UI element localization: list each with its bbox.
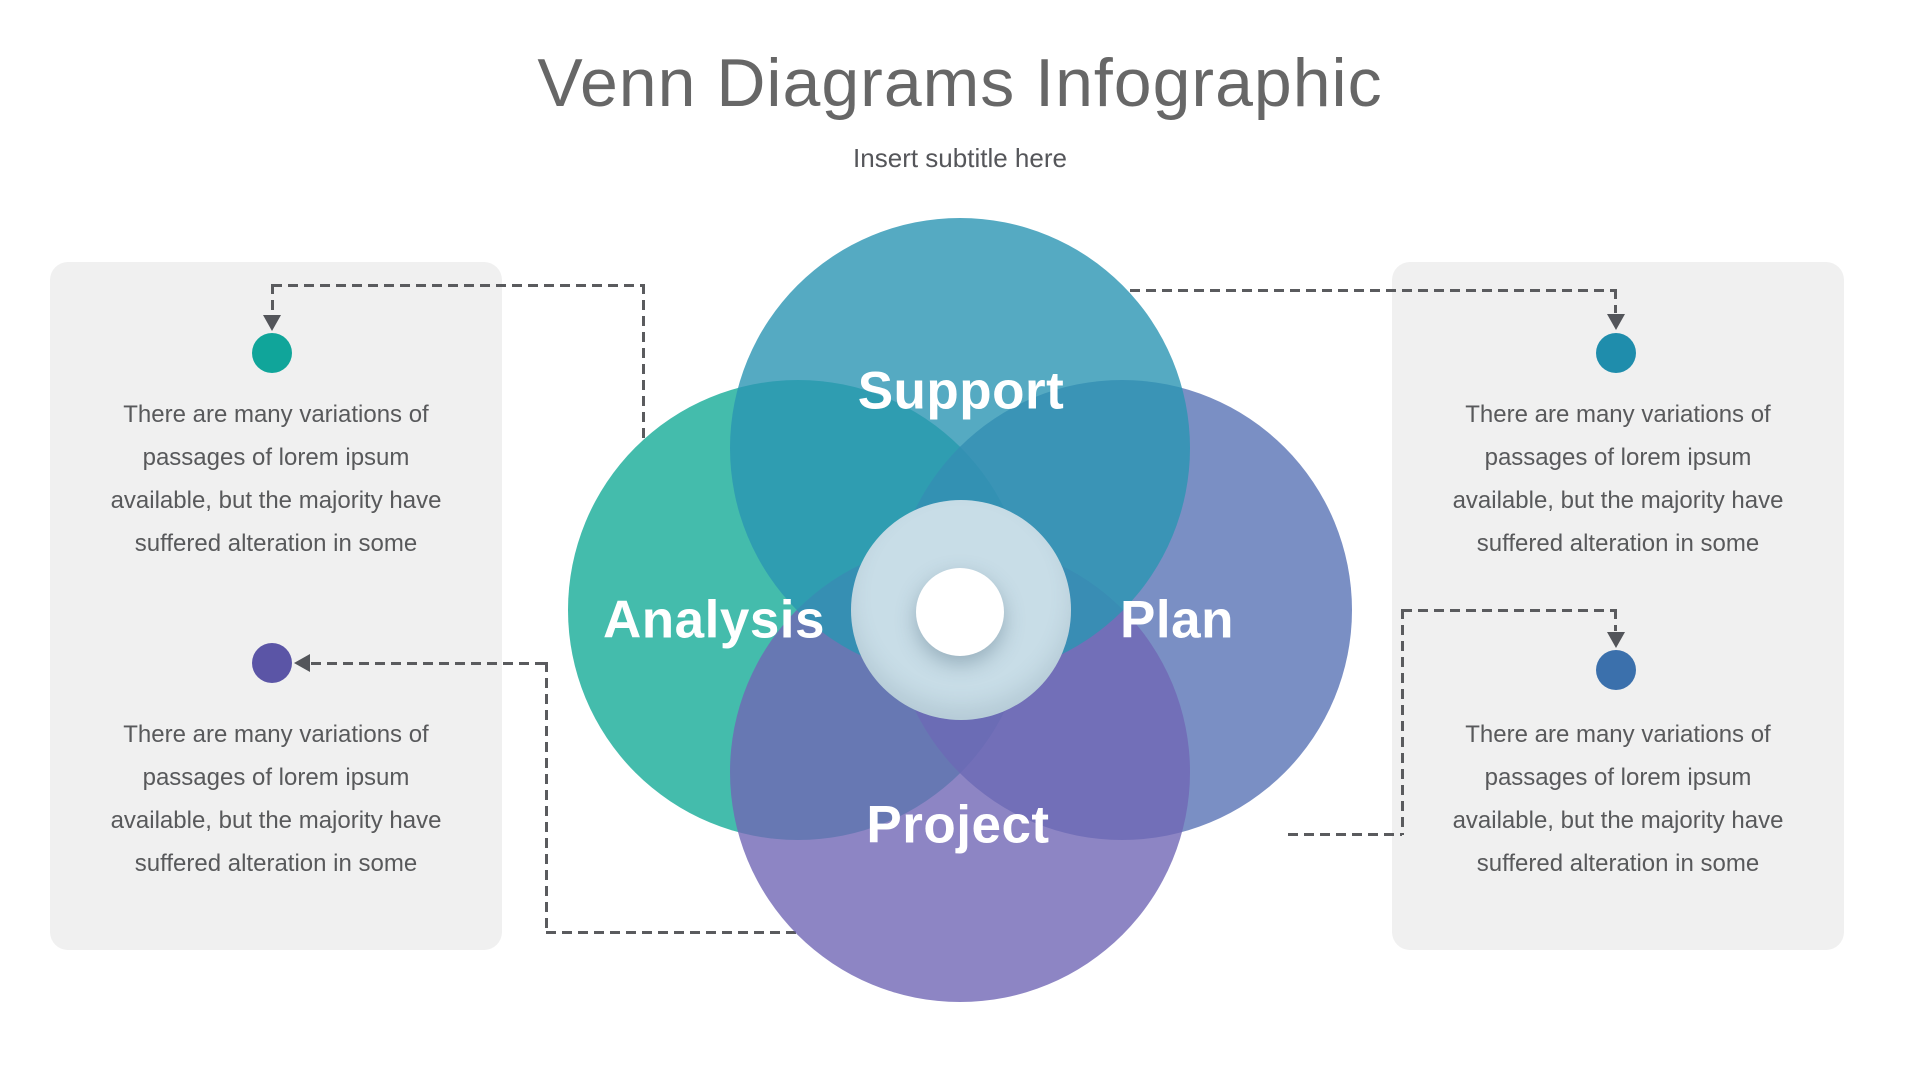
note-dot-top-right [1596,333,1636,373]
connector-top-left-stub [271,284,274,312]
center-hub [916,568,1004,656]
arrow-down-icon [1607,632,1625,648]
note-dot-bottom-left [252,643,292,683]
arrow-down-icon [1607,314,1625,330]
page-title: Venn Diagrams Infographic [537,45,1383,121]
connector-top-right-stub [1614,289,1617,313]
page-subtitle: Insert subtitle here [853,143,1067,173]
connector-bottom-left-horizontal-2 [546,931,798,934]
note-text-top-right: There are many variations of passages of… [1452,401,1784,557]
venn-label-support: Support [857,361,1065,421]
note-dot-bottom-right [1596,650,1636,690]
venn-label-analysis: Analysis [602,590,826,650]
connector-top-left-vertical [642,284,645,440]
arrow-left-icon [294,654,310,672]
venn-label-project: Project [866,795,1050,855]
note-panel-right [1392,262,1844,950]
venn-label-plan: Plan [1120,590,1234,650]
note-text-top-left: There are many variations of passages of… [110,401,442,557]
connector-bottom-right-horizontal [1402,609,1616,612]
note-text-bottom-right: There are many variations of passages of… [1452,721,1784,877]
connector-bottom-right-horizontal-2 [1288,833,1402,836]
connector-bottom-right-vertical [1401,609,1404,835]
note-panel-left [50,262,502,950]
connector-bottom-left-vertical [545,662,548,933]
note-text-bottom-left: There are many variations of passages of… [110,721,442,877]
arrow-down-icon [263,315,281,331]
note-dot-top-left [252,333,292,373]
connector-bottom-left-horizontal [311,662,546,665]
connector-bottom-right-stub [1614,609,1617,631]
connector-top-right-horizontal [1130,289,1616,292]
connector-top-left-horizontal [272,284,644,287]
